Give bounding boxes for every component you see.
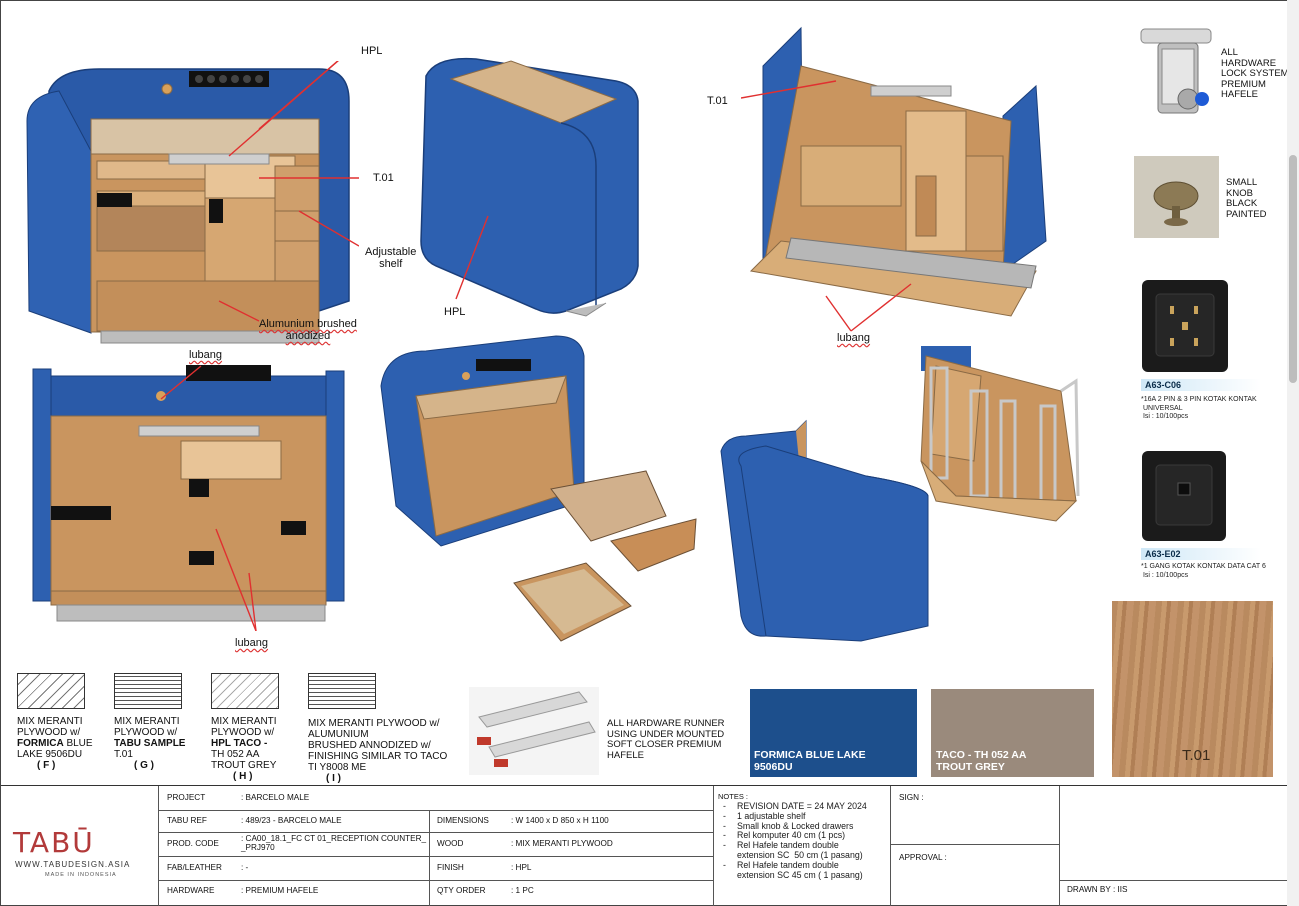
label-project: PROJECT <box>167 793 206 802</box>
material-desc-i: MIX MERANTI PLYWOOD w/ ALUMUNIUM BRUSHED… <box>308 718 448 784</box>
view-back-closed <box>420 57 639 317</box>
label-qty: QTY ORDER <box>437 886 486 895</box>
view-exploded-drawers <box>380 335 697 642</box>
note-item: Rel Hafele tandem double extension SC 45… <box>717 860 889 881</box>
brand-website: WWW.TABUDESIGN.ASIA <box>15 860 131 869</box>
callout-adjustable-shelf: Adjustable shelf <box>365 246 417 270</box>
label-dimensions: DIMENSIONS <box>437 816 489 825</box>
socket-code: A63-C06 <box>1141 379 1261 391</box>
note-item: Rel Hafele tandem double extension SC 50… <box>717 840 889 861</box>
socket-description: *16A 2 PIN & 3 PIN KOTAK KONTAK UNIVERSA… <box>1141 396 1257 420</box>
value-wood: : MIX MERANTI PLYWOOD <box>511 839 613 848</box>
value-hardware: : PREMIUM HAFELE <box>241 886 319 895</box>
value-tabu-ref: : 489/23 - BARCELO MALE <box>241 816 342 825</box>
label-finish: FINISH <box>437 863 464 872</box>
title-block: TABŪ WWW.TABUDESIGN.ASIA MADE IN INDONES… <box>1 785 1299 906</box>
callout-t01-back: T.01 <box>707 95 728 107</box>
label-fab-leather: FAB/LEATHER <box>167 863 222 872</box>
color-card-wood: T.01 <box>1112 601 1273 777</box>
brand-logo: TABŪ <box>13 826 95 859</box>
brand-made-in: MADE IN INDONESIA <box>45 872 117 878</box>
callout-lubang-back: lubang <box>837 332 871 344</box>
note-item: Small knob & Locked drawers <box>717 821 889 832</box>
note-item: Rel komputer 40 cm (1 pcs) <box>717 831 889 841</box>
page-scrollbar[interactable] <box>1287 0 1299 906</box>
label-prod-code: PROD. CODE <box>167 839 219 848</box>
callout-lubang-top: lubang <box>189 349 223 361</box>
value-dimensions: : W 1400 x D 850 x H 1100 <box>511 816 609 825</box>
label-tabu-ref: TABU REF <box>167 816 207 825</box>
material-swatch-i <box>308 673 376 709</box>
material-swatch-f <box>17 673 85 709</box>
sign-label: SIGN : <box>899 793 924 802</box>
runner-image <box>469 687 599 775</box>
power-socket-image <box>1142 280 1228 372</box>
runner-note: ALL HARDWARE RUNNER USING UNDER MOUNTED … <box>607 718 725 761</box>
callout-t01-front: T.01 <box>373 172 394 184</box>
knob-image <box>1134 156 1219 238</box>
note-item: 1 adjustable shelf <box>717 811 889 822</box>
value-fab-leather: : - <box>241 863 249 872</box>
callout-aluminium: Alumunium brushed anodized <box>259 318 357 342</box>
material-desc-f: MIX MERANTI PLYWOOD w/ FORMICA BLUE LAKE… <box>17 716 93 771</box>
note-item: REVISION DATE = 24 MAY 2024 <box>717 801 889 812</box>
material-desc-h: MIX MERANTI PLYWOOD w/ HPL TACO - TH 052… <box>211 716 277 782</box>
notes-list: REVISION DATE = 24 MAY 2024 1 adjustable… <box>717 801 889 881</box>
color-card-blue: FORMICA BLUE LAKE 9506DU <box>750 689 917 777</box>
lock-hardware-note: ALL HARDWARE LOCK SYSTEM PREMIUM HAFELE <box>1221 47 1289 100</box>
lock-hardware-image <box>1136 19 1216 124</box>
callout-hpl-top: HPL <box>361 45 383 57</box>
label-hardware: HARDWARE <box>167 886 215 895</box>
material-desc-g: MIX MERANTI PLYWOOD w/ TABU SAMPLE T.01 … <box>114 716 186 771</box>
label-wood: WOOD <box>437 839 464 848</box>
view-front-elevation <box>32 365 345 631</box>
approval-label: APPROVAL : <box>899 853 947 862</box>
value-finish: : HPL <box>511 863 532 872</box>
knob-note: SMALL KNOB BLACK PAINTED <box>1226 177 1267 220</box>
value-project: : BARCELO MALE <box>241 793 310 802</box>
view-underside <box>741 26 1047 332</box>
material-swatch-g <box>114 673 182 709</box>
callout-hpl-bottom: HPL <box>444 306 466 318</box>
notes-label: NOTES : <box>718 792 749 801</box>
callout-lubang-bottom: lubang <box>235 637 269 649</box>
data-socket-image <box>1142 451 1226 541</box>
value-qty: : 1 PC <box>511 886 534 895</box>
material-swatch-h <box>211 673 279 709</box>
value-prod-code: : CA00_18.1_FC CT 01_RECEPTION COUNTER_ … <box>241 834 427 852</box>
data-socket-description: *1 GANG KOTAK KONTAK DATA CAT 6 Isi : 10… <box>1141 563 1266 579</box>
data-socket-code: A63-E02 <box>1141 548 1261 560</box>
color-card-grey: TACO - TH 052 AA TROUT GREY <box>931 689 1094 777</box>
drawn-by: DRAWN BY : IIS <box>1067 885 1128 894</box>
view-front-open <box>26 61 359 344</box>
scrollbar-thumb[interactable] <box>1289 155 1297 383</box>
view-separated-parts <box>720 346 1080 642</box>
